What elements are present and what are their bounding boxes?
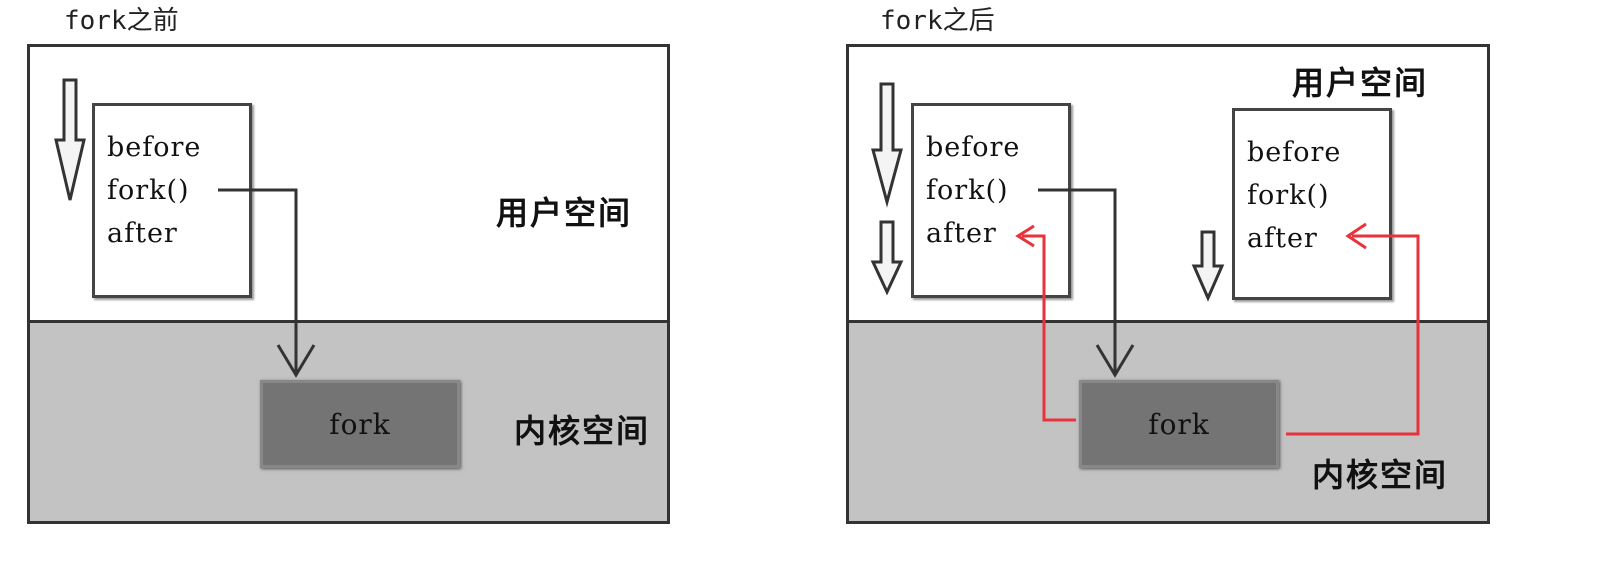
after-user-space-label: 用户空间 — [1292, 64, 1429, 102]
before-fork-syscall-box: fork — [260, 380, 460, 468]
parent-code-line-before: before — [926, 132, 1021, 163]
parent-code-line-fork: fork() — [926, 175, 1009, 206]
child-return-arrow-icon — [1286, 222, 1420, 436]
child-execution-arrow-icon — [1191, 230, 1225, 302]
before-execution-arrow-icon — [54, 78, 86, 201]
before-call-arrow-icon — [218, 188, 316, 378]
code-line-fork: fork() — [107, 175, 190, 206]
before-fork-label: fork — [329, 407, 391, 441]
child-code-line-fork: fork() — [1247, 180, 1330, 211]
before-panel-title: fork之前 — [64, 6, 179, 36]
after-call-arrow-icon — [1038, 188, 1135, 378]
child-code-line-before: before — [1247, 137, 1342, 168]
parent-code-line-after: after — [926, 218, 997, 249]
parent-execution-arrow-icon — [870, 82, 904, 296]
before-user-space-label: 用户空间 — [496, 194, 633, 232]
after-fork-label: fork — [1148, 407, 1210, 441]
parent-return-arrow-icon — [1015, 224, 1076, 422]
code-line-before: before — [107, 132, 202, 163]
before-code-block: before fork() after — [92, 103, 252, 298]
before-kernel-space-label: 内核空间 — [514, 412, 651, 450]
after-panel-title: fork之后 — [880, 6, 995, 36]
after-fork-syscall-box: fork — [1079, 380, 1279, 468]
after-kernel-space-label: 内核空间 — [1312, 456, 1449, 494]
code-line-after: after — [107, 218, 178, 249]
child-code-block: before fork() after — [1232, 108, 1392, 300]
child-code-line-after: after — [1247, 223, 1318, 254]
